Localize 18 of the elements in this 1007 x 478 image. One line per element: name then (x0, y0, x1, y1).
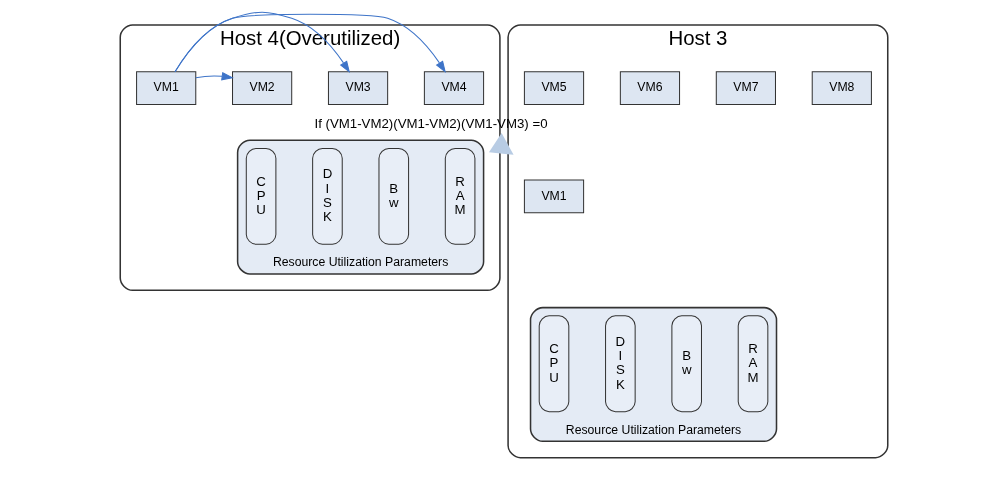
node-box: DISK (311, 147, 343, 245)
node-box: VM7 (715, 71, 776, 106)
node-box: VM8 (811, 71, 872, 106)
node-box: VM1 (135, 71, 196, 106)
node-box: DISK (604, 315, 636, 413)
node-box: Bw (670, 315, 702, 413)
node-box: VM6 (619, 71, 680, 106)
node-box: VM4 (423, 71, 484, 106)
node-box: VM1 (523, 179, 584, 214)
node-box: CPU (245, 147, 276, 245)
arrow (194, 71, 234, 81)
node-box: VM3 (327, 71, 388, 106)
node-box: CPU (538, 315, 569, 413)
node-box: RAM (444, 147, 475, 245)
node-box: Bw (377, 147, 409, 245)
node-box: VM5 (523, 71, 584, 106)
node-box: RAM (737, 315, 768, 413)
node-box: VM2 (231, 71, 292, 106)
